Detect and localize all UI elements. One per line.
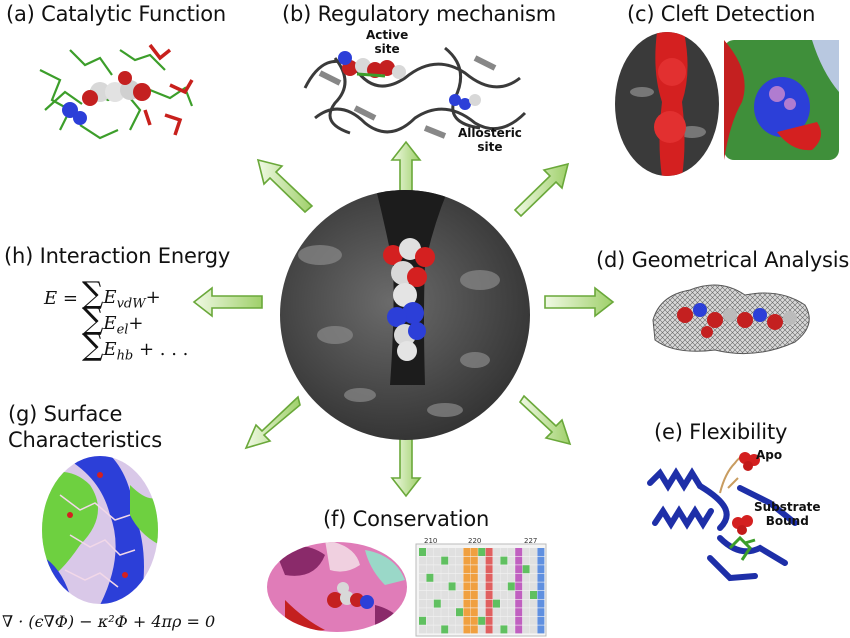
sum-symbol: ∑ — [82, 328, 104, 363]
catalytic-structure-image — [39, 43, 194, 140]
flexibility-structure-image — [647, 452, 798, 582]
poisson-boltzmann-equation: ∇ · (ϵ∇Φ) − κ²Φ + 4πρ = 0 — [2, 612, 216, 631]
panel-a-title: (a) Catalytic Function — [6, 2, 227, 26]
ruler-tick: 220 — [468, 537, 482, 545]
panel-g-title-line2: Characteristics — [8, 428, 163, 452]
sequence-alignment-image — [415, 543, 547, 637]
arrow-left — [192, 286, 263, 318]
panel-g-title-line1: (g) Surface — [8, 402, 123, 426]
cleft-detection-image — [615, 32, 839, 176]
ligand-spheres — [383, 238, 435, 361]
arrow-down-right — [518, 394, 572, 446]
panel-h-title: (h) Interaction Energy — [4, 244, 231, 268]
sum-symbol: ∑ — [82, 276, 104, 311]
ruler-tick: 227 — [524, 537, 538, 545]
ruler-tick: 210 — [424, 537, 438, 545]
substrate-bound-label: Substrate Bound — [754, 500, 821, 528]
panel-e-title: (e) Flexibility — [654, 420, 788, 444]
arrow-right — [544, 286, 615, 318]
interaction-energy-lhs: E = — [44, 288, 78, 309]
panel-c-title: (c) Cleft Detection — [627, 2, 816, 26]
central-protein-surface — [280, 190, 530, 440]
arrow-down-left — [244, 395, 301, 450]
alignment-ruler: 210 220 227 — [420, 537, 546, 545]
apo-label: Apo — [756, 448, 783, 462]
arrow-up-left — [256, 158, 314, 214]
surface-characteristics-image — [42, 456, 158, 604]
energy-term-vdw: ∑EvdW+ — [82, 276, 161, 312]
sum-symbol: ∑ — [82, 302, 104, 337]
energy-term-el: ∑Eel+ — [82, 302, 144, 338]
active-site-label: Active site — [366, 28, 409, 56]
panel-b-title: (b) Regulatory mechanism — [282, 2, 556, 26]
panel-f-title: (f) Conservation — [323, 507, 490, 531]
geometrical-analysis-image — [652, 284, 810, 355]
conservation-surface-image — [267, 542, 407, 632]
allosteric-site-label: Allosteric site — [458, 126, 522, 154]
panel-d-title: (d) Geometrical Analysis — [596, 248, 850, 272]
regulatory-structure-image — [303, 46, 527, 139]
arrow-up-right — [513, 162, 570, 218]
energy-term-hb: ∑Ehb + . . . — [82, 328, 189, 364]
